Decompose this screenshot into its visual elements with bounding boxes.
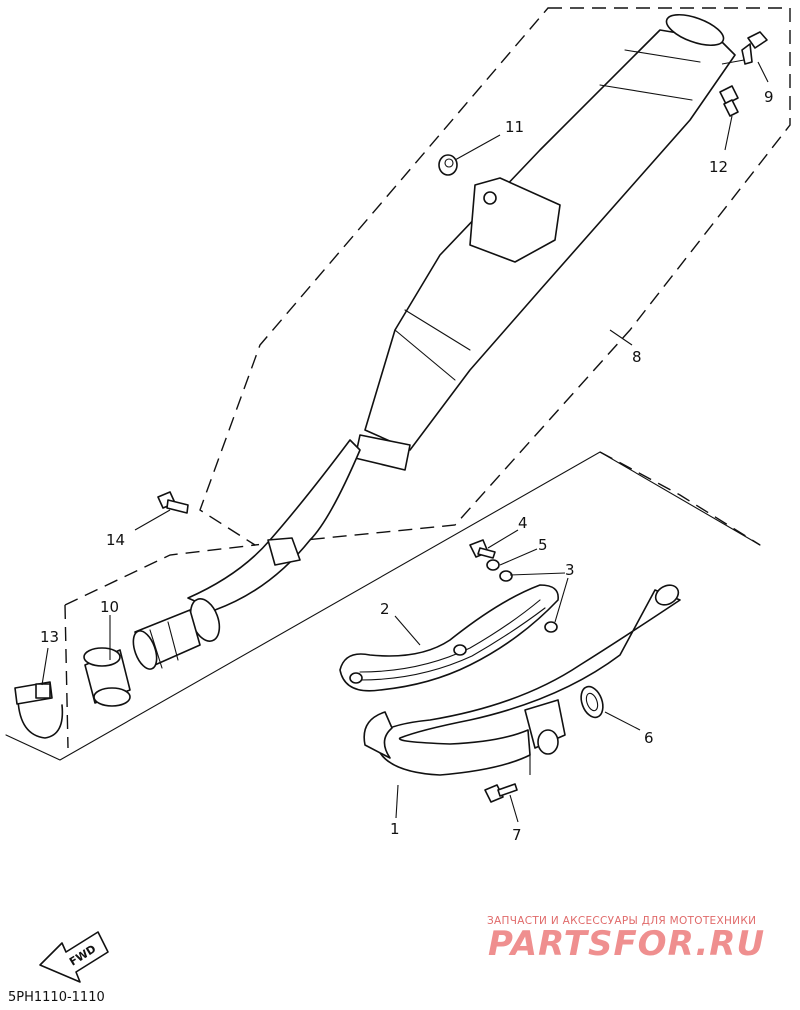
- gasket-10: [83, 647, 131, 707]
- bolt-12: [719, 85, 739, 117]
- exhaust-pipe-1: [363, 584, 681, 776]
- callout-13: 13: [40, 628, 59, 646]
- callout-4: 4: [518, 514, 528, 532]
- assembly-outline-lower: [64, 544, 256, 749]
- callout-3: 3: [565, 561, 575, 579]
- mid-pipe: [187, 439, 361, 642]
- washer-3: [499, 570, 558, 633]
- fwd-arrow-icon: FWD: [39, 931, 109, 983]
- callout-8: 8: [632, 348, 642, 366]
- callout-7: 7: [512, 826, 522, 844]
- callout-9: 9: [764, 88, 774, 106]
- heat-protector-2: [339, 584, 559, 692]
- clamp-13: [14, 681, 64, 739]
- grommet-11: [438, 154, 458, 176]
- callout-2: 2: [380, 600, 390, 618]
- bolt-9: [741, 31, 768, 65]
- callout-6: 6: [644, 729, 654, 747]
- muffler: [354, 13, 736, 471]
- callout-12: 12: [709, 158, 728, 176]
- callout-5: 5: [538, 536, 548, 554]
- assembly-outline-right: [599, 451, 761, 546]
- joint-spigot: [132, 609, 201, 670]
- bolt-4: [469, 539, 496, 559]
- leader-lines: [41, 59, 769, 823]
- watermark-logo: PARTSFOR.RU: [488, 924, 766, 964]
- callout-11: 11: [505, 118, 524, 136]
- bolt-14: [157, 491, 189, 514]
- watermark-caption: ЗАПЧАСТИ И АКСЕССУАРЫ ДЛЯ МОТОТЕХНИКИ: [487, 915, 757, 927]
- gasket-6: [580, 685, 604, 719]
- diagram-code: 5PH1110-1110: [8, 990, 105, 1005]
- callout-14: 14: [106, 531, 125, 549]
- bolt-7: [484, 783, 518, 803]
- assembly-frame: [5, 451, 761, 761]
- callout-10: 10: [100, 598, 119, 616]
- washer-5: [486, 559, 500, 571]
- assembly-outline-muffler: [199, 7, 791, 546]
- callout-1: 1: [390, 820, 400, 838]
